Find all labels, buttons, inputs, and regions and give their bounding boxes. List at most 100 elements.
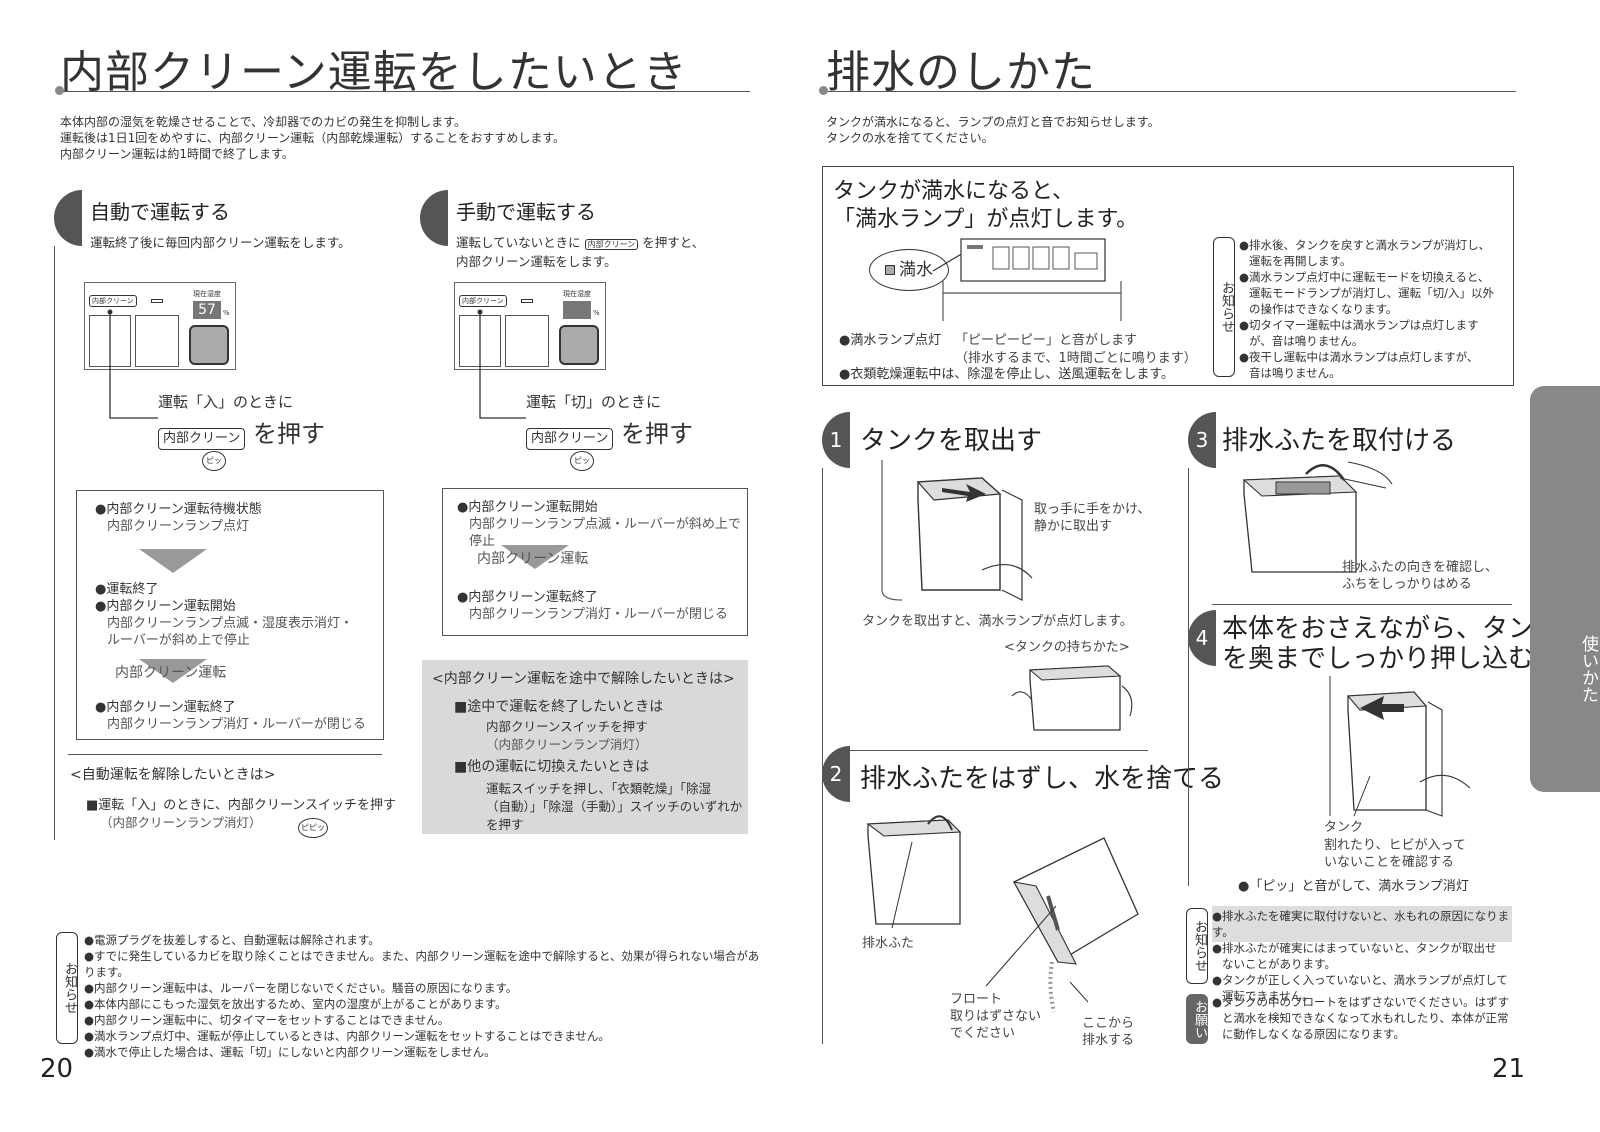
step-2-float-line-3: でください	[950, 1026, 1016, 1041]
right-page-title: 排水のしかた	[826, 47, 1096, 98]
step-3-caption-1: 排水ふたの向きを確認し、	[1342, 560, 1499, 575]
auto-press-instruction: 内部クリーン を押す	[158, 414, 325, 450]
right-intro-line: タンクが満水になると、ランプの点灯と音でお知らせします。	[826, 115, 1160, 129]
notice-item: 運転を再開します。	[1249, 254, 1352, 268]
steps-right-side-line	[1188, 468, 1189, 886]
notice-item: ●内部クリーン運転中に、切タイマーをセットすることはできません。	[84, 1013, 450, 1027]
notice-item: ●満水で停止した場合は、運転「切」にしないと内部クリーン運転をしません。	[84, 1045, 496, 1059]
flow-step-sub: 内部クリーンランプ点灯	[107, 519, 249, 534]
step-4-caption-2: いないことを確認する	[1324, 855, 1455, 870]
step-2-number: 2	[822, 746, 850, 802]
panel-percent: %	[223, 309, 230, 317]
left-page-title: 内部クリーン運転をしたいとき	[60, 47, 688, 98]
left-title-dot	[55, 86, 64, 95]
auto-condition: 運転「入」のときに	[158, 393, 294, 411]
manual-desc-button-label: 内部クリーン	[584, 239, 639, 250]
notice-item: ●電源プラグを抜差しすると、自動運転は解除されます。	[84, 933, 380, 947]
panel-mode-group-2	[135, 315, 179, 367]
right-notice-highlight	[1212, 906, 1512, 942]
manual-leader-line	[477, 309, 526, 419]
auto-leader-line	[107, 309, 158, 419]
manual-flow-step-2: ●内部クリーン運転終了 内部クリーンランプ消灯・ルーバーが閉じる	[457, 589, 728, 623]
step-4-title-1: 本体をおさえながら、タンク	[1222, 614, 1561, 644]
step-3-number: 3	[1188, 412, 1216, 468]
request-item: に動作しなくなる原因になります。	[1222, 1027, 1405, 1041]
auto-side-line	[54, 246, 55, 840]
step-4-number: 4	[1188, 610, 1216, 666]
request-item: と満水を検知できなくなって水もれしたり、本体が正常	[1222, 1011, 1509, 1025]
side-index-tab[interactable]: 使いかた	[1530, 386, 1600, 792]
panel-clean-button: 内部クリーン	[89, 295, 137, 307]
auto-flow-running: 内部クリーン運転	[115, 665, 227, 681]
manual-stop-sub2: （内部クリーンランプ消灯）	[486, 737, 648, 752]
full-tank-box: タンクが満水になると、 「満水ランプ」が点灯します。 満水 ●満水ランプ点灯 「…	[822, 166, 1514, 386]
full-lamp-callout: 満水	[869, 249, 949, 291]
manual-cancel-box: <内部クリーン運転を途中で解除したいときは> ■途中で運転を終了したいときは 内…	[422, 660, 748, 834]
manual-beep-bubble: ピッ	[570, 451, 594, 471]
auto-heading: 自動で運転する	[90, 200, 230, 224]
right-notice-list: ●排水ふたを確実に取付けないと、水もれの原因になります。 ●排水ふたが確実にはま…	[1212, 908, 1512, 1004]
panel-lamp	[151, 299, 163, 303]
notice-item: ●本体内部にこもった湿気を放出するため、室内の湿度が上がることがあります。	[84, 997, 507, 1011]
manual-heading-marker	[420, 190, 448, 246]
manual-desc: 運転していないときに 内部クリーン を押すと、 内部クリーン運転をします。	[456, 234, 704, 270]
flow-step-sub: 内部クリーンランプ消灯・ルーバーが閉じる	[107, 717, 366, 732]
flow-step-sub: 内部クリーンランプ点滅・ルーバーが斜め上で停止	[469, 517, 741, 549]
notice-item: 運転できません。	[1222, 989, 1314, 1003]
notice-item: 運転モードランプが消灯し、運転「切/入」以外	[1249, 286, 1495, 300]
step-3-caption-2: ふちをしっかりはめる	[1342, 577, 1472, 592]
manual-flow-box: ●内部クリーン運転開始 内部クリーンランプ点滅・ルーバーが斜め上で停止 内部クリ…	[442, 488, 748, 636]
manual-stop-main: ■途中で運転を終了したいときは	[454, 699, 664, 715]
notice-item: ●内部クリーン運転中は、ルーバーを閉じないでください。騒音の原因になります。	[84, 981, 518, 995]
request-item: ●タンクの中のフロートをはずさないでください。はずす	[1212, 995, 1510, 1009]
manual-switch-sub1: 運転スイッチを押し、「衣類乾燥」「除湿	[486, 781, 712, 796]
right-request-list: ●タンクの中のフロートをはずさないでください。はずす と満水を検知できなくなって…	[1212, 994, 1512, 1042]
flow-step-main: ●内部クリーン運転終了	[95, 700, 236, 715]
flow-step-sub: 内部クリーンランプ点滅・湿度表示消灯・	[107, 616, 353, 631]
manual-switch-sub3: を押す	[486, 817, 524, 832]
step-2-lid-label: 排水ふた	[862, 936, 915, 951]
auto-desc: 運転終了後に毎回内部クリーン運転をします。	[90, 235, 351, 250]
auto-cancel-beep-bubble: ピピッ	[298, 818, 328, 838]
auto-cancel-sub: （内部クリーンランプ消灯）	[100, 815, 262, 830]
notice-item: ●満水ランプ点灯中、運転が停止しているときは、内部クリーン運転をセットすることは…	[84, 1029, 610, 1043]
step-4-tank-label: タンク	[1324, 820, 1364, 835]
step-2-float-line-1: フロート	[950, 992, 1003, 1007]
panel-clean-button: 内部クリーン	[459, 295, 507, 307]
right-notice-tab: お知らせ	[1186, 908, 1208, 984]
full-beep-lead: ●満水ランプ点灯	[839, 333, 941, 348]
flow-step-main: ●内部クリーン運転待機状態	[95, 502, 262, 517]
step-2-drain-line-1: ここから	[1082, 1016, 1135, 1031]
flow-step-main: ●内部クリーン運転終了	[457, 590, 598, 605]
panel-power-button	[189, 325, 229, 365]
flow-step-main: ●運転終了	[95, 582, 159, 597]
manual-stop-sub1: 内部クリーンスイッチを押す	[486, 719, 648, 734]
step-4-caption-1: 割れたり、ヒビが入って	[1324, 838, 1466, 853]
auto-flow-step-1: ●内部クリーン運転待機状態 内部クリーンランプ点灯	[95, 501, 262, 535]
step-2-illustration	[866, 815, 1139, 1013]
auto-press-text: を押す	[253, 420, 325, 448]
step-2-float-line-2: 取りはずさない	[950, 1009, 1042, 1024]
manual-switch-main: ■他の運転に切換えたいときは	[454, 759, 650, 775]
left-notice-tab: お知らせ	[56, 932, 78, 1044]
manual-condition: 運転「切」のときに	[526, 393, 662, 411]
step-4-beep-note: ●「ピッ」と音がして、満水ランプ消灯	[1238, 879, 1469, 894]
step-3-title: 排水ふたを取付ける	[1222, 426, 1457, 456]
left-intro-line: 運転後は1日1回をめやすに、内部クリーン運転（内部乾燥運転）することをおすすめし…	[60, 131, 566, 145]
notice-item: 音は鳴りません。	[1249, 366, 1341, 380]
left-notice-list: ●電源プラグを抜差しすると、自動運転は解除されます。 ●すでに発生しているカビを…	[84, 932, 764, 1060]
step-2-rule	[848, 750, 1148, 751]
notice-item: の操作はできなくなります。	[1249, 302, 1398, 316]
full-notice-list: ●排水後、タンクを戻すと満水ランプが消灯し、 運転を再開します。 ●満水ランプ点…	[1239, 237, 1509, 381]
notice-item: ●排水ふたを確実に取付けないと、水もれの原因になります。	[1212, 909, 1510, 939]
flow-step-sub: 内部クリーンランプ消灯・ルーバーが閉じる	[469, 607, 728, 622]
panel-humidity-label: 現在湿度	[193, 290, 221, 298]
panel-humidity-display: 57	[193, 301, 221, 319]
full-lamp-unit-illustration	[932, 238, 1122, 321]
manual-cancel-heading: <内部クリーン運転を途中で解除したいときは>	[432, 671, 735, 687]
notice-item: ●排水ふたが確実にはまっていないと、タンクが取出せ	[1212, 941, 1497, 955]
auto-cancel-main: ■運転「入」のときに、内部クリーンスイッチを押す	[86, 798, 396, 813]
panel-humidity-display	[563, 301, 591, 319]
step-2-title: 排水ふたをはずし、水を捨てる	[860, 764, 1225, 794]
auto-control-panel: 内部クリーン 現在湿度 57 %	[84, 282, 236, 370]
